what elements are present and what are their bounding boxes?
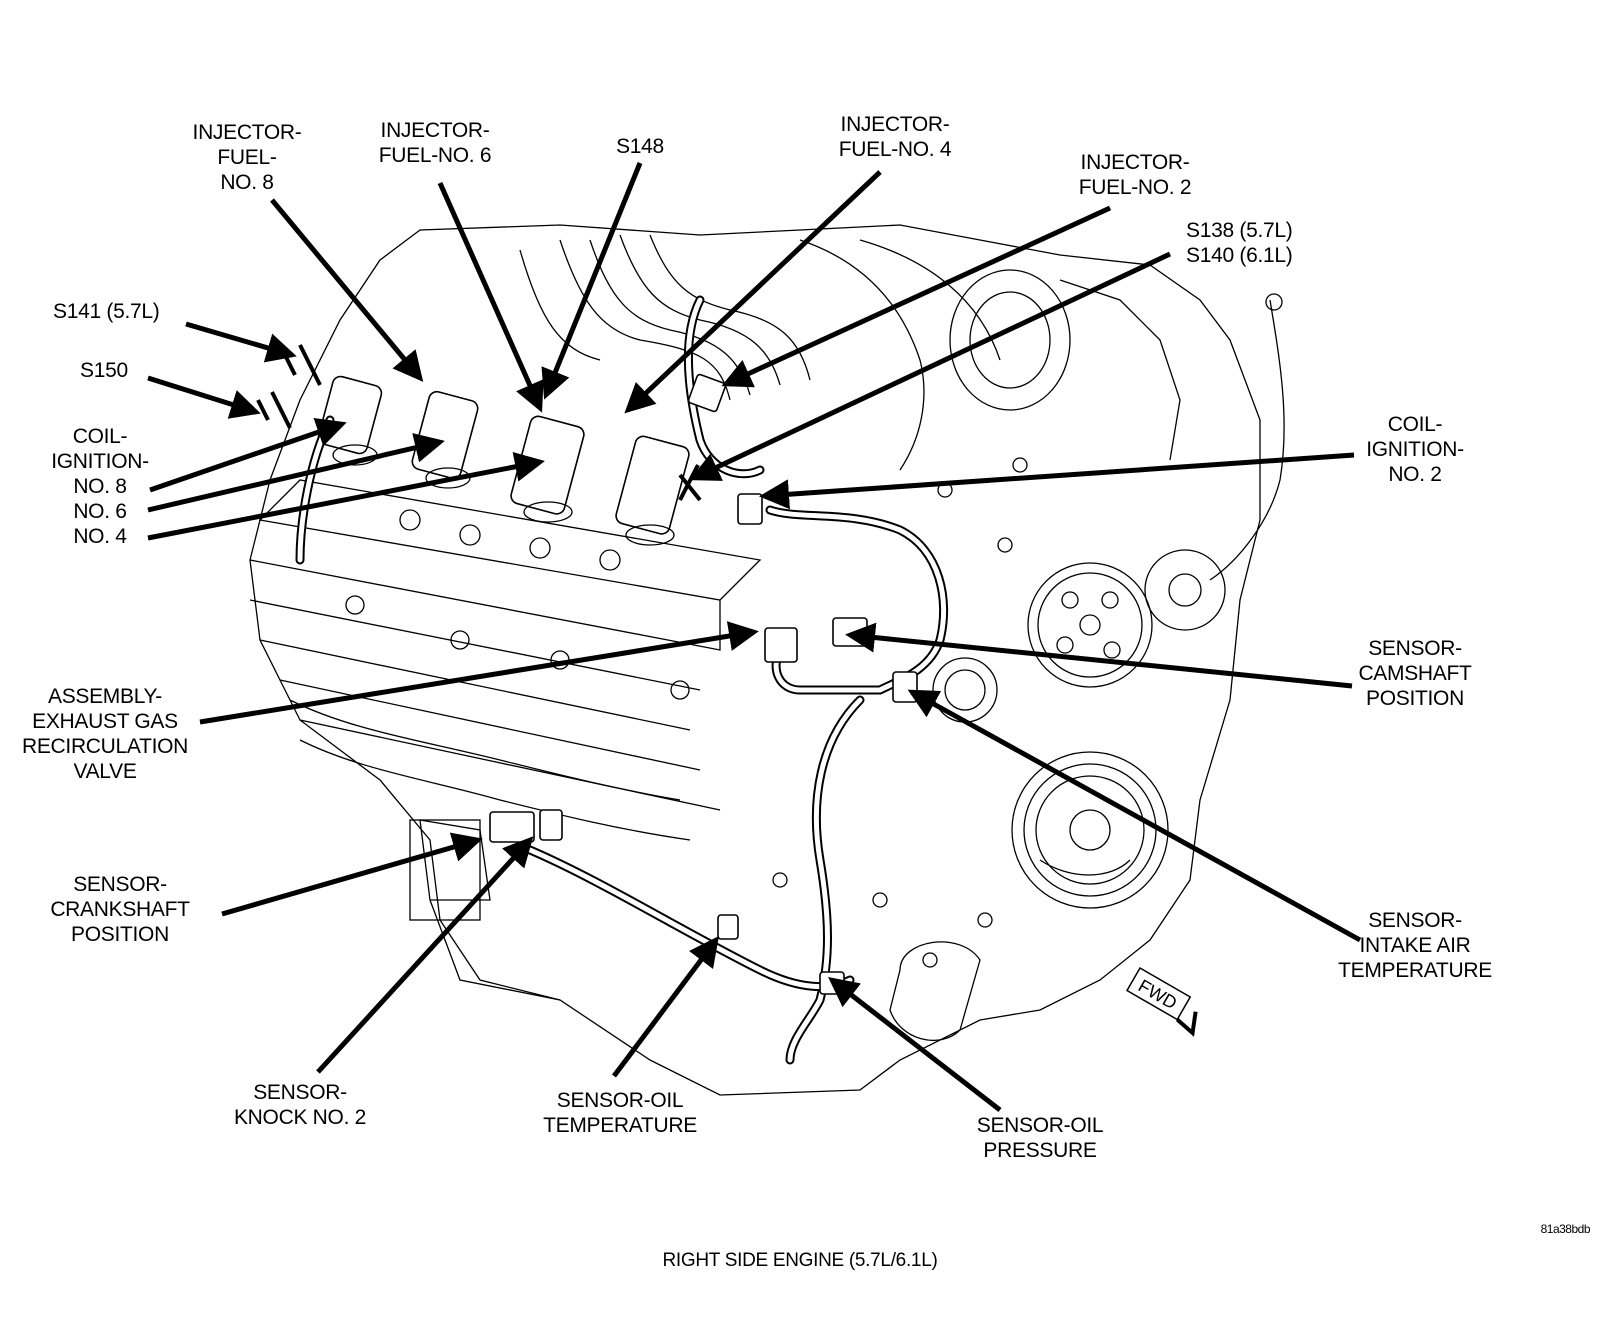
- label-s141: S141 (5.7L): [53, 300, 160, 323]
- label-sensor-knock-no-2: SENSOR- KNOCK NO. 2: [233, 1081, 367, 1129]
- leader-intake-air-temp: [907, 689, 1362, 943]
- leader-egr: [199, 621, 759, 725]
- figure-id: 81a38bdb: [1540, 1222, 1591, 1236]
- figure-caption: RIGHT SIDE ENGINE (5.7L/6.1L): [662, 1250, 938, 1271]
- leader-injector-no-4: [624, 170, 882, 414]
- label-sensor-oil-temperature: SENSOR-OIL TEMPERATURE: [543, 1089, 697, 1137]
- label-sensor-crankshaft-position: SENSOR- CRANKSHAFT POSITION: [50, 873, 190, 946]
- label-assembly-egr-valve: ASSEMBLY- EXHAUST GAS RECIRCULATION VALV…: [21, 685, 189, 783]
- leader-coil-no-4: [147, 452, 545, 541]
- pulleys: [932, 549, 1226, 909]
- leader-crankshaft: [221, 832, 483, 917]
- label-sensor-oil-pressure: SENSOR-OIL PRESSURE: [976, 1114, 1104, 1162]
- engine-block-drawing: [249, 224, 1285, 1096]
- label-s150: S150: [80, 359, 128, 382]
- leader-lines: [147, 162, 1362, 1112]
- label-injector-fuel-no-6: INJECTOR- FUEL-NO. 6: [378, 119, 492, 167]
- leader-s150: [147, 375, 261, 419]
- forward-indicator: FWD: [1125, 966, 1198, 1037]
- leader-coil-no-6: [147, 433, 445, 513]
- leader-s148: [541, 162, 643, 400]
- leader-injector-no-2: [721, 205, 1112, 388]
- label-injector-fuel-no-2: INJECTOR- FUEL-NO. 2: [1078, 151, 1192, 199]
- label-injector-fuel-no-8: INJECTOR- FUEL- NO. 8: [192, 121, 302, 194]
- leader-injector-no-6: [437, 181, 544, 413]
- leader-coil-no-2: [759, 452, 1355, 510]
- ignition-coils: [317, 375, 690, 546]
- label-coil-ignition-no-2: COIL- IGNITION- NO. 2: [1366, 413, 1464, 486]
- label-s138-s140: S138 (5.7L) S140 (6.1L): [1186, 219, 1293, 267]
- leader-s141: [185, 321, 297, 363]
- leader-oil-temp: [612, 936, 719, 1078]
- leader-injector-no-8: [270, 198, 424, 382]
- label-sensor-intake-air-temperature: SENSOR- INTAKE AIR TEMPERATURE: [1338, 909, 1492, 982]
- leader-s138-s140: [689, 251, 1172, 481]
- leader-coil-no-8: [149, 417, 347, 493]
- label-coil-ignition-8-6-4: COIL- IGNITION- NO. 8 NO. 6 NO. 4: [51, 425, 149, 548]
- label-sensor-camshaft-position: SENSOR- CAMSHAFT POSITION: [1358, 637, 1472, 710]
- label-injector-fuel-no-4: INJECTOR- FUEL-NO. 4: [838, 113, 952, 161]
- leader-camshaft: [845, 622, 1353, 689]
- leader-oil-pressure: [828, 976, 1002, 1112]
- leader-knock: [316, 836, 534, 1074]
- label-s148: S148: [616, 135, 664, 158]
